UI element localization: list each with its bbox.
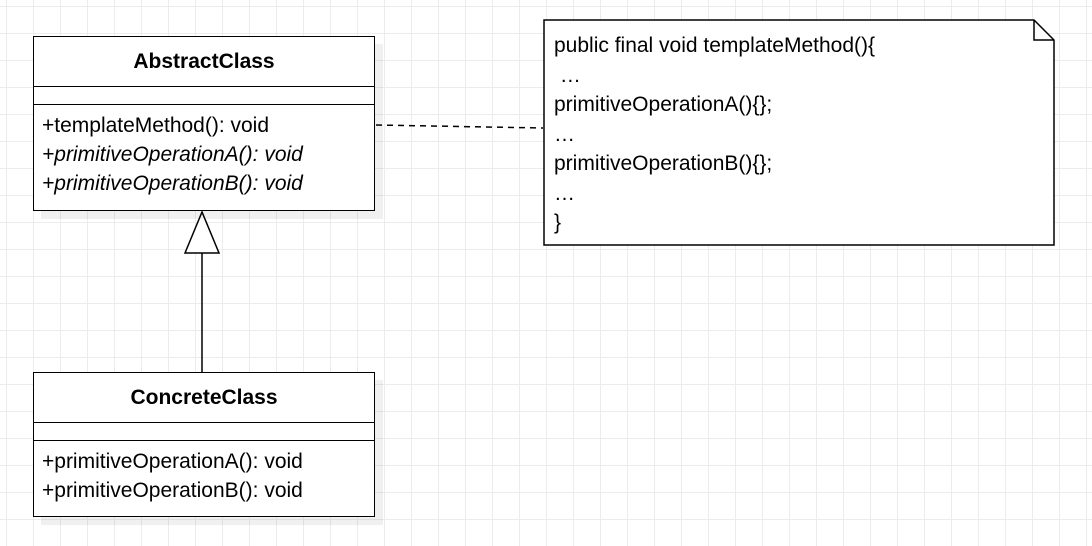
concrete-class-box[interactable]: ConcreteClass +primitiveOperationA(): vo…: [33, 372, 375, 517]
operation-primitive-a: +primitiveOperationA(): void: [42, 450, 303, 473]
abstract-class-box[interactable]: AbstractClass +templateMethod(): void +p…: [33, 36, 375, 211]
concrete-class-name: ConcreteClass: [34, 373, 374, 423]
abstract-class-name: AbstractClass: [34, 37, 374, 87]
generalization-arrowhead: [183, 210, 221, 254]
note-shape: [543, 19, 1055, 246]
note-body: public final void templateMethod(){ … pr…: [554, 31, 875, 238]
concrete-class-operations: +primitiveOperationA(): void +primitiveO…: [34, 441, 374, 505]
note-line: public final void templateMethod(){: [554, 34, 876, 57]
operation-template-method: +templateMethod(): void: [42, 114, 270, 137]
note-line: …: [554, 122, 575, 146]
operation-primitive-b: +primitiveOperationB(): void: [42, 172, 303, 195]
concrete-class-attributes: [34, 423, 374, 441]
note-line: primitiveOperationA(){};: [554, 93, 773, 116]
note-anchor-line: [375, 124, 544, 129]
template-method-note[interactable]: public final void templateMethod(){ … pr…: [543, 19, 1056, 246]
note-line: primitiveOperationB(){};: [554, 152, 773, 175]
abstract-class-attributes: [34, 87, 374, 105]
abstract-class-operations: +templateMethod(): void +primitiveOperat…: [34, 105, 374, 198]
note-line: }: [554, 211, 562, 234]
note-line: …: [554, 63, 581, 87]
operation-primitive-a: +primitiveOperationA(): void: [42, 143, 303, 166]
note-line: …: [554, 181, 575, 205]
operation-primitive-b: +primitiveOperationB(): void: [42, 479, 303, 502]
